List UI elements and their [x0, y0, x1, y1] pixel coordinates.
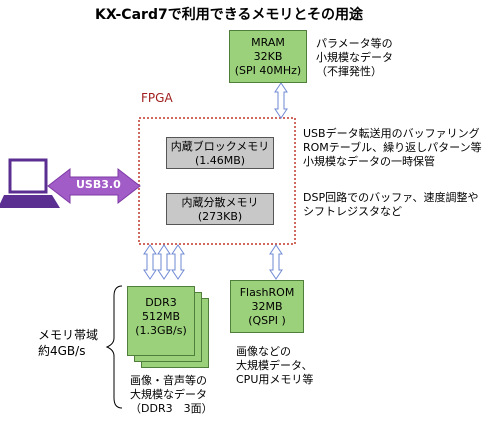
ddr3-note-2: 大規模なデータ	[130, 388, 207, 401]
ddr3-size: 512MB	[141, 310, 181, 323]
mram-fpga-arrow	[274, 82, 288, 119]
flash-note-3: CPU用メモリ等	[236, 373, 314, 386]
mram-name: MRAM	[251, 36, 285, 49]
flashrom-size: 32MB	[251, 300, 283, 313]
ddr3-note-3: （DDR3 3面）	[130, 402, 213, 415]
flashrom-box: FlashROM 32MB (QSPI )	[230, 280, 304, 333]
ddr3-note-1: 画像・音声等の	[130, 374, 207, 387]
mram-note-3: （不揮発性）	[316, 65, 382, 78]
ddr3-speed: (1.3GB/s)	[135, 324, 187, 337]
bandwidth-label-2: 約4GB/s	[38, 344, 86, 358]
block-memory-box: 内蔵ブロックメモリ (1.46MB)	[166, 137, 274, 169]
mram-speed: (SPI 40MHz)	[234, 64, 302, 77]
usb-arrow	[47, 167, 141, 205]
fpga-flash-arrow	[269, 244, 283, 280]
flashrom-interface: (QSPI )	[248, 314, 286, 327]
block-memory-size: (1.46MB)	[194, 154, 246, 167]
fpga-ddr3-arrows	[143, 244, 185, 280]
mram-size: 32KB	[253, 50, 283, 63]
ddr3-box: DDR3 512MB (1.3GB/s)	[127, 286, 195, 356]
laptop-icon	[0, 158, 60, 208]
mram-box: MRAM 32KB (SPI 40MHz)	[229, 30, 307, 83]
usb-label: USB3.0	[76, 178, 121, 191]
dist-note-2: シフトレジスタなど	[303, 205, 402, 218]
fpga-boundary	[138, 117, 296, 245]
distributed-memory-box: 内蔵分散メモリ (273KB)	[166, 193, 274, 225]
flash-note-2: 大規模データ、	[236, 359, 313, 372]
ddr3-name: DDR3	[145, 296, 177, 309]
distributed-memory-size: (273KB)	[197, 210, 243, 223]
dist-note-1: DSP回路でのバッファ、速度調整や	[303, 191, 479, 204]
fpga-label: FPGA	[141, 91, 173, 105]
block-note-2: ROMテーブル、繰り返しパターン等	[303, 141, 482, 154]
flashrom-name: FlashROM	[239, 286, 295, 299]
block-note-1: USBデータ転送用のバッファリング	[303, 127, 480, 140]
block-note-3: 小規模なデータの一時保管	[303, 155, 435, 168]
bandwidth-label-1: メモリ帯域	[38, 328, 99, 342]
bandwidth-brace	[105, 285, 123, 409]
mram-note-1: パラメータ等の	[316, 37, 393, 50]
block-memory-name: 内蔵ブロックメモリ	[170, 140, 270, 153]
distributed-memory-name: 内蔵分散メモリ	[181, 196, 259, 209]
page-title: KX-Card7で利用できるメモリとその用途	[95, 7, 363, 23]
mram-note-2: 小規模なデータ	[316, 51, 393, 64]
flash-note-1: 画像などの	[236, 345, 291, 358]
